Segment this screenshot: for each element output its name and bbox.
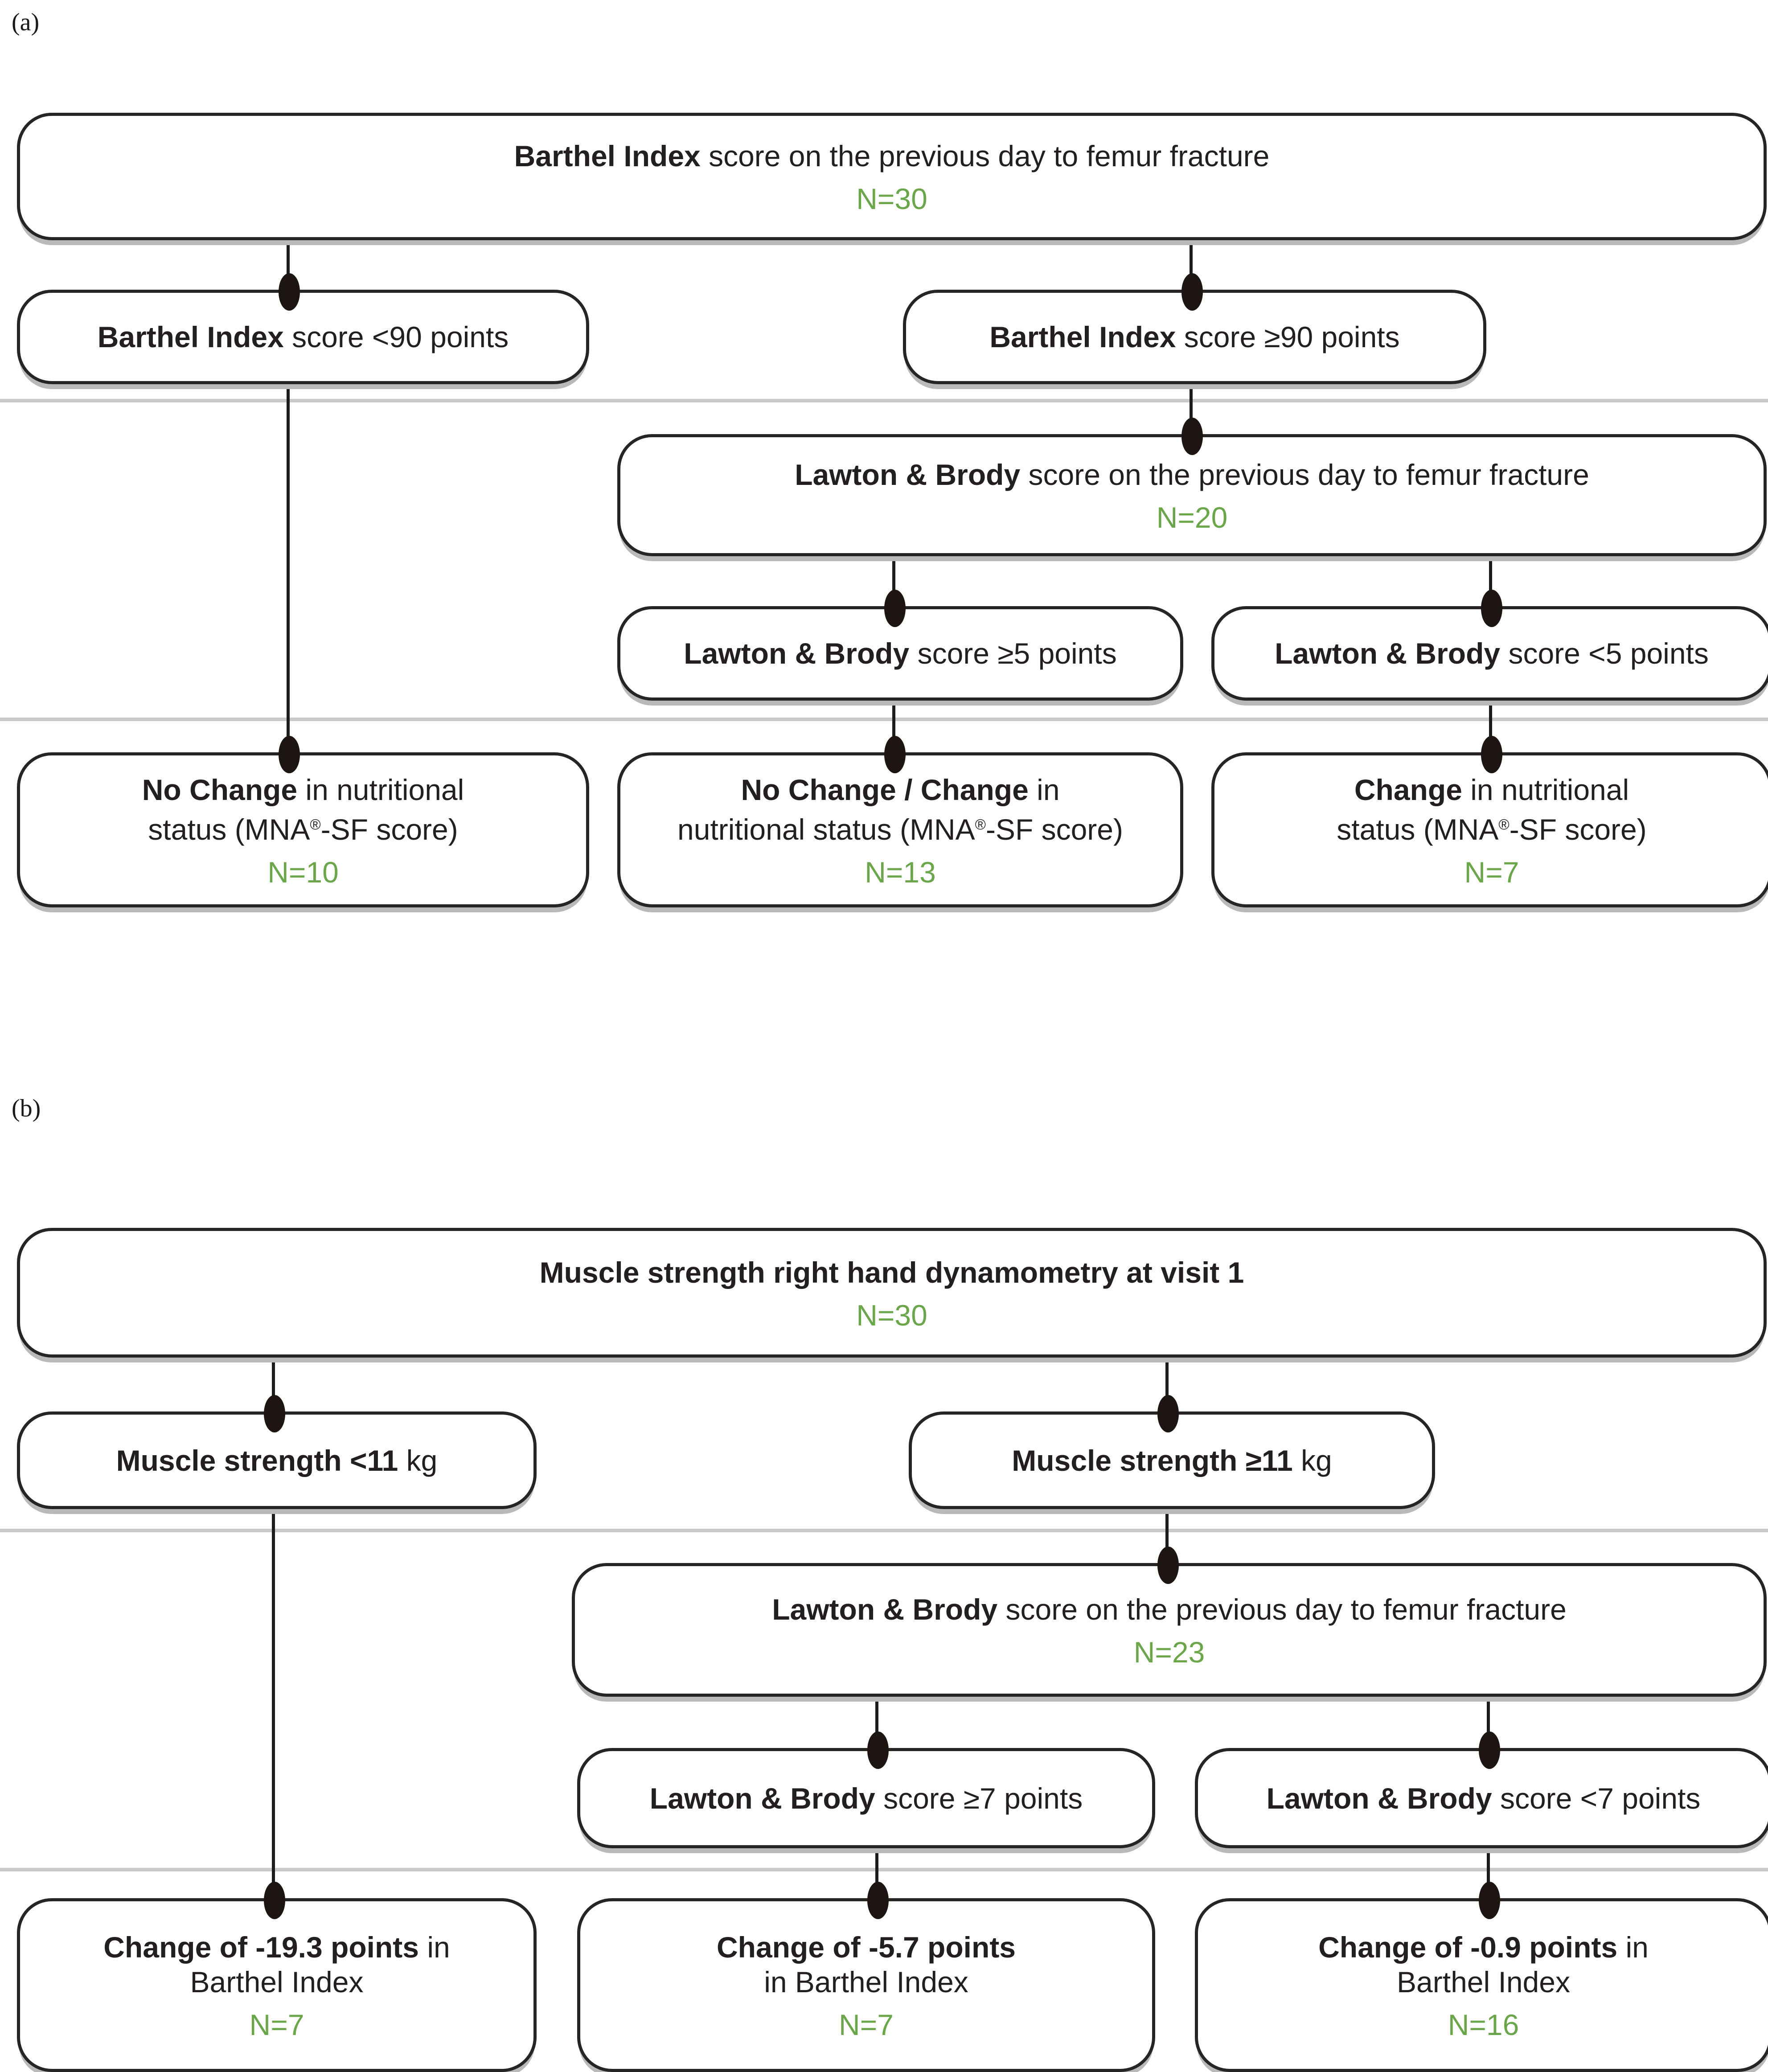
- flow-node-text: Muscle strength <11 kg: [116, 1444, 438, 1477]
- connector-dot: [1181, 273, 1203, 311]
- sample-size-label: N=10: [267, 855, 339, 889]
- connector-dot: [884, 590, 906, 627]
- sample-size-label: N=7: [1464, 855, 1519, 889]
- flow-node-text: Muscle strength ≥11 kg: [1012, 1444, 1332, 1477]
- flow-node-text: Lawton & Brody score on the previous day…: [772, 1593, 1567, 1626]
- sample-size-label: N=16: [1448, 2008, 1519, 2041]
- flow-node-text: Barthel Index score on the previous day …: [514, 140, 1270, 172]
- flow-node-text: Barthel Index score <90 points: [97, 320, 509, 353]
- connector-line: [1487, 1690, 1490, 1751]
- connector-line: [892, 550, 895, 609]
- panel-a-label: (a): [12, 8, 40, 36]
- connector-dot: [264, 1395, 285, 1432]
- connector-dot: [1481, 736, 1502, 773]
- connector-line: [1190, 378, 1193, 436]
- flow-node-text: Barthel Index score ≥90 points: [989, 320, 1400, 353]
- connector-line: [1190, 234, 1193, 293]
- separator-line: [0, 718, 1768, 721]
- separator-line: [0, 399, 1768, 402]
- connector-dot: [279, 736, 300, 773]
- flow-node-barthel-lt90: Barthel Index score <90 points: [17, 290, 589, 384]
- connector-dot: [1157, 1395, 1179, 1432]
- connector-dot: [1479, 1731, 1500, 1769]
- connector-line: [287, 234, 290, 293]
- connector-line: [1165, 1503, 1169, 1564]
- connector-dot: [264, 1882, 285, 1919]
- sample-size-label: N=30: [856, 1298, 927, 1332]
- flow-node-lawton-ge7: Lawton & Brody score ≥7 points: [577, 1748, 1155, 1848]
- connector-line: [272, 1503, 275, 1901]
- sample-size-label: N=20: [1156, 501, 1228, 534]
- sample-size-label: N=13: [865, 855, 936, 889]
- flow-node-lawton-lt7: Lawton & Brody score <7 points: [1195, 1748, 1768, 1848]
- connector-line: [1489, 550, 1492, 609]
- sample-size-label: N=7: [249, 2008, 304, 2041]
- connector-dot: [1181, 418, 1203, 455]
- separator-line: [0, 1529, 1768, 1532]
- connector-line: [1165, 1351, 1169, 1413]
- connector-dot: [867, 1882, 889, 1919]
- separator-line: [0, 1868, 1768, 1871]
- connector-dot: [279, 273, 300, 311]
- connector-dot: [867, 1731, 889, 1769]
- connector-line: [287, 378, 290, 755]
- connector-dot: [884, 736, 906, 773]
- connector-line: [272, 1351, 275, 1413]
- connector-line: [1487, 1842, 1490, 1901]
- flow-node-text: Lawton & Brody score on the previous day…: [795, 458, 1589, 491]
- flow-node-muscle-lt11: Muscle strength <11 kg: [17, 1411, 537, 1509]
- flow-node-text: Lawton & Brody score <7 points: [1266, 1781, 1701, 1815]
- connector-line: [1489, 694, 1492, 755]
- sample-size-label: N=23: [1133, 1636, 1205, 1669]
- flow-node-text: Muscle strength right hand dynamometry a…: [539, 1256, 1244, 1289]
- sample-size-label: N=7: [839, 2008, 894, 2041]
- connector-dot: [1479, 1882, 1500, 1919]
- flow-node-text: Lawton & Brody score <5 points: [1275, 637, 1709, 670]
- flow-node-text: Lawton & Brody score ≥5 points: [684, 637, 1117, 670]
- flow-node-text: Lawton & Brody score ≥7 points: [649, 1781, 1083, 1815]
- connector-line: [892, 694, 895, 755]
- connector-dot: [1481, 590, 1502, 627]
- panel-b-label: (b): [12, 1095, 41, 1122]
- connector-line: [875, 1842, 878, 1901]
- connector-line: [875, 1690, 878, 1751]
- flow-node-barthel-root: Barthel Index score on the previous day …: [17, 113, 1767, 240]
- flow-node-muscle-root: Muscle strength right hand dynamometry a…: [17, 1228, 1767, 1358]
- connector-dot: [1157, 1547, 1179, 1584]
- sample-size-label: N=30: [856, 182, 927, 215]
